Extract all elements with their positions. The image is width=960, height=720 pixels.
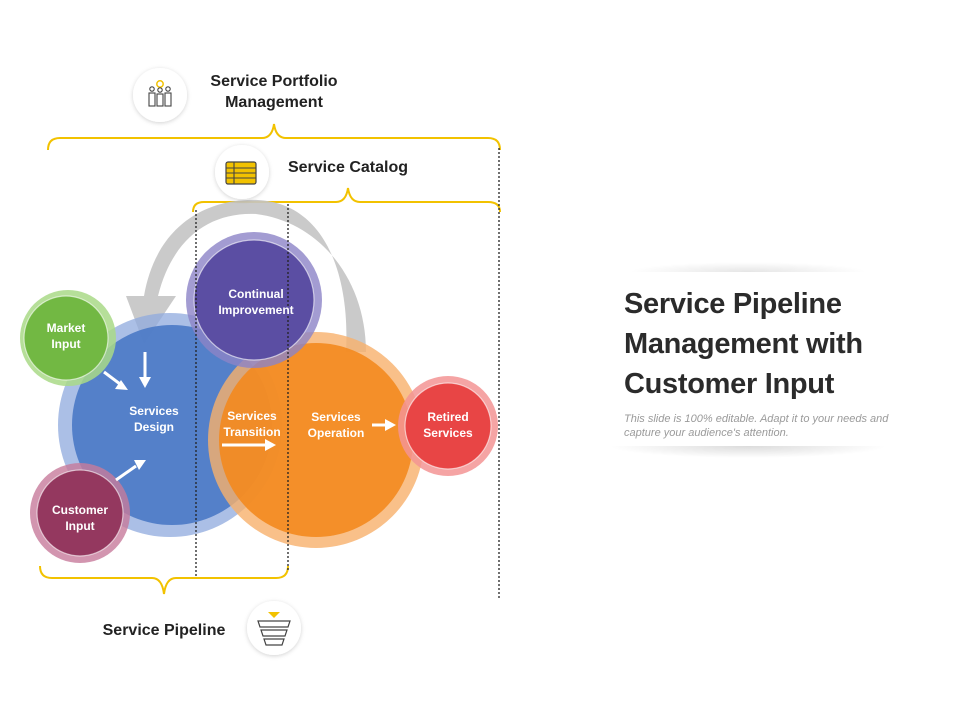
catalog-bracket	[192, 187, 501, 213]
services-operation-circle[interactable]	[219, 343, 413, 537]
customer-input-circle[interactable]	[37, 470, 123, 556]
catalog-list-icon	[215, 145, 269, 199]
slide-title: Service Pipeline Management with Custome…	[624, 288, 863, 400]
flow-arrows	[103, 352, 396, 482]
card-bottom-shadow	[608, 446, 888, 458]
market-input-label: Market Input	[46, 321, 86, 351]
portfolio-label: Service Portfolio Management	[210, 73, 338, 111]
catalog-label: Service Catalog	[287, 159, 409, 176]
arrow-customer-to-design	[115, 464, 137, 482]
arrow-customer-to-design-head	[134, 460, 146, 470]
arrow-market-to-design	[103, 370, 121, 386]
continual-improvement-inner-ring	[193, 239, 315, 361]
market-input-circle[interactable]	[24, 296, 108, 380]
card-top-shadow	[628, 262, 868, 272]
continual-improvement-label: Continual Improvement	[218, 287, 294, 317]
pipeline-label: Service Pipeline	[102, 622, 226, 639]
arrow-down-to-design-head	[139, 377, 151, 388]
market-input-inner-ring	[23, 295, 109, 381]
retired-services-circle[interactable]	[405, 383, 491, 469]
portfolio-bracket	[47, 123, 501, 151]
arrow-transition-head	[265, 439, 276, 451]
pipeline-bracket	[39, 565, 289, 595]
retired-services-inner-ring	[404, 382, 492, 470]
arrow-market-to-design-head	[115, 380, 128, 390]
funnel-icon	[247, 601, 301, 655]
services-design-label: Services Design	[129, 404, 179, 434]
continual-improvement-circle[interactable]	[194, 240, 314, 360]
title-card: Service Pipeline Management with Custome…	[598, 262, 898, 458]
team-icon	[133, 68, 187, 122]
customer-input-label: Customer Input	[51, 503, 108, 533]
services-operation-label: Services Operation	[307, 410, 365, 440]
slide-subtitle: This slide is 100% editable. Adapt it to…	[624, 413, 889, 439]
arrow-operation-to-retired-head	[385, 419, 396, 431]
services-transition-label: Services Transition	[223, 409, 281, 439]
improvement-cycle-arrow	[126, 199, 366, 352]
retired-services-label: Retired Services	[423, 410, 473, 440]
customer-input-inner-ring	[36, 469, 124, 557]
